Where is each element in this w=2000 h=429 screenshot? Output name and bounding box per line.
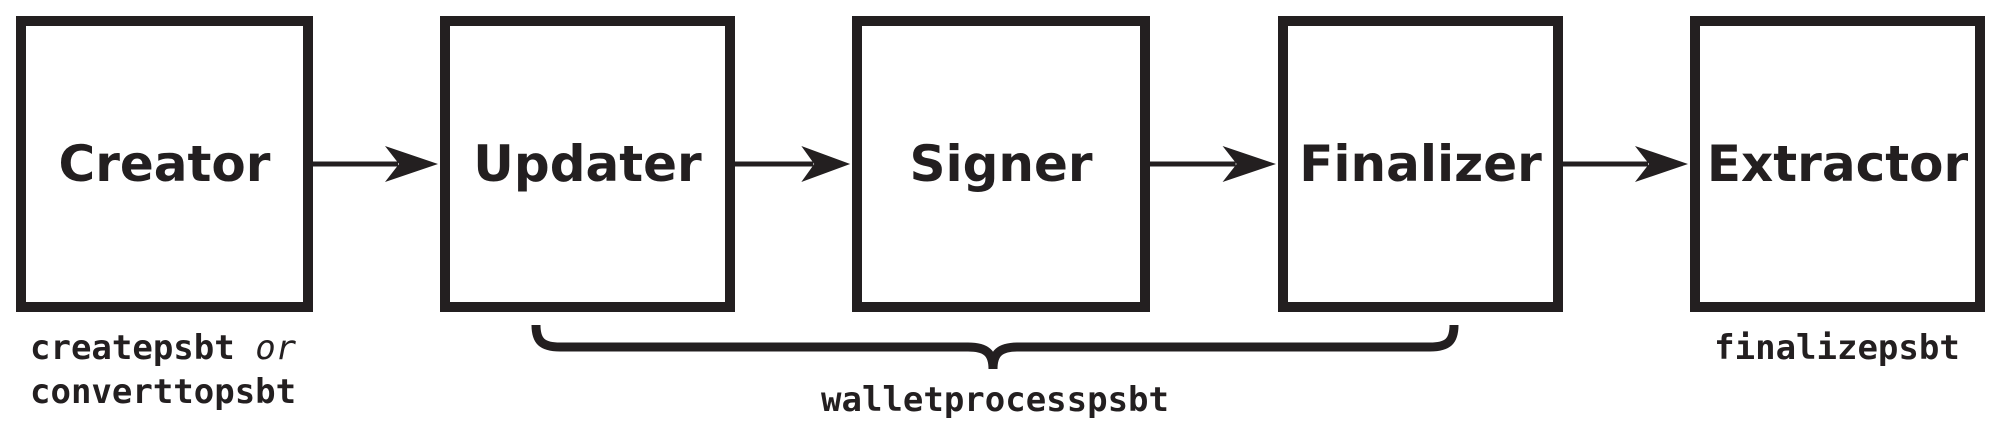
box-signer: Signer xyxy=(852,16,1150,312)
arrow-creator-to-updater-icon xyxy=(313,146,438,182)
box-updater: Updater xyxy=(440,16,735,312)
box-signer-label: Signer xyxy=(909,135,1093,193)
creator-conjunction: or xyxy=(255,328,297,368)
box-creator: Creator xyxy=(16,16,313,312)
box-extractor: Extractor xyxy=(1690,16,1985,312)
extractor-caption: finalizepsbt xyxy=(1714,328,1960,368)
arrow-signer-to-finalizer-icon xyxy=(1150,146,1276,182)
brace-caption: walletprocesspsbt xyxy=(821,380,1169,420)
creator-command-2: converttopsbt xyxy=(30,372,297,412)
box-finalizer: Finalizer xyxy=(1278,16,1563,312)
box-extractor-label: Extractor xyxy=(1706,135,1969,193)
box-updater-label: Updater xyxy=(473,135,702,193)
box-finalizer-label: Finalizer xyxy=(1299,135,1542,193)
creator-command-1: createpsbt xyxy=(30,328,235,368)
creator-caption-line1: createpsbt or xyxy=(30,326,360,370)
box-creator-label: Creator xyxy=(58,135,271,193)
underbrace-icon xyxy=(531,324,1459,370)
creator-caption: createpsbt or converttopsbt xyxy=(30,326,360,414)
arrow-updater-to-signer-icon xyxy=(735,146,851,182)
arrow-finalizer-to-extractor-icon xyxy=(1563,146,1688,182)
